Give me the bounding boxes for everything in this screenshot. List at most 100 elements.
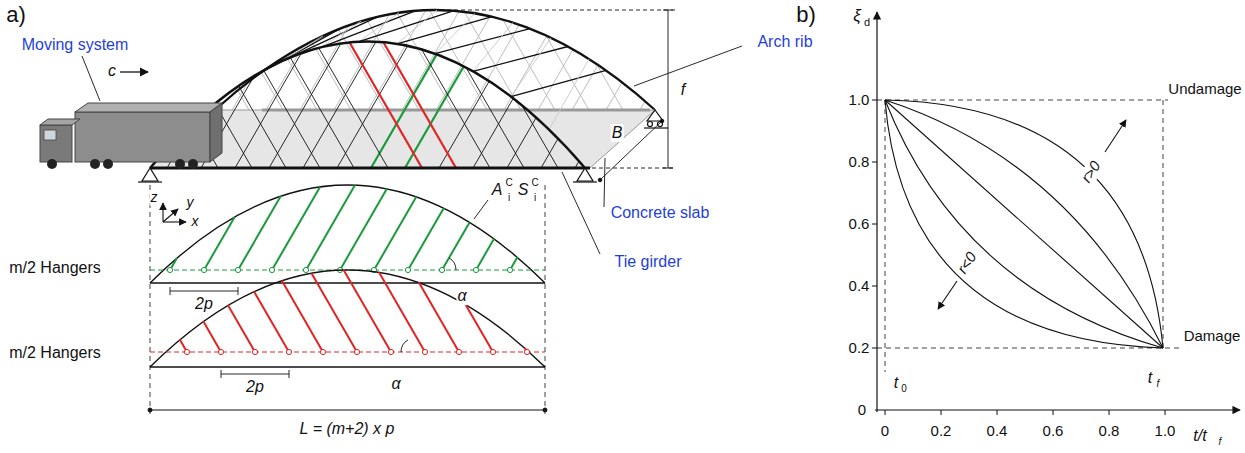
degradation-chart (872, 12, 1240, 415)
hanger-line (421, 49, 490, 168)
label-text: i (533, 192, 537, 203)
velocity-arrow (120, 71, 148, 72)
concrete-slab (150, 110, 655, 168)
hanger-line (511, 70, 606, 96)
label-text: 0.4 (986, 423, 1009, 440)
hanger-node (303, 267, 308, 272)
label-text: b) (795, 3, 817, 27)
hanger-line (254, 291, 289, 352)
label-text: t (1147, 369, 1153, 387)
hanger-node (201, 267, 206, 272)
hanger-line (374, 197, 416, 270)
guide-lines (150, 185, 545, 414)
hanger-line (549, 59, 589, 130)
hanger-line (282, 281, 323, 352)
label-text: a) (5, 3, 27, 27)
coordinate-axes (163, 203, 186, 222)
green-hangers (167, 185, 517, 273)
leader-lines (82, 46, 742, 254)
label-text: 0.2 (930, 423, 953, 440)
hanger-line (319, 48, 389, 168)
hanger-line (476, 239, 494, 270)
hanger-line (473, 23, 513, 72)
hanger-line (228, 305, 255, 352)
front-hangers (167, 42, 579, 168)
hanger-line (507, 117, 536, 168)
red-hangers (180, 270, 530, 355)
hanger-line (504, 36, 547, 111)
label-text: B (611, 124, 624, 142)
hanger-node (490, 349, 495, 354)
hanger-line (203, 321, 221, 352)
label-text: 0.2 (848, 340, 871, 357)
label-text: y (186, 195, 195, 210)
red-girder (150, 366, 545, 367)
hanger-line (606, 82, 622, 110)
label-text: A (491, 181, 504, 199)
label-text: C (504, 177, 513, 188)
hanger-node (439, 267, 444, 272)
label-text: Damage (1183, 328, 1242, 345)
hanger-line (522, 105, 559, 168)
spacing-dimensions (170, 258, 456, 378)
label-text: α (456, 287, 467, 305)
hanger-line (383, 42, 456, 168)
label-text: t/t (1192, 427, 1207, 445)
hanger-line (466, 67, 524, 168)
label-text: 0.6 (848, 216, 871, 233)
label-text: C (530, 177, 539, 188)
hanger-node (354, 349, 359, 354)
label-text: Arch rib (756, 33, 813, 51)
label-text: x (191, 214, 200, 229)
hanger-line (286, 56, 317, 110)
label-text: S (517, 181, 530, 199)
length-dimension (148, 408, 547, 412)
hanger-node (252, 349, 257, 354)
hanger-line (435, 13, 475, 53)
label-text: r<0 (954, 248, 981, 277)
label-text: i (507, 192, 511, 203)
label-text: 0 (857, 402, 867, 419)
label-text: L = (m+2) x p (299, 420, 396, 438)
hanger-line (311, 41, 351, 110)
hanger-line (290, 57, 354, 168)
label-text: z (150, 190, 159, 205)
label-text: m/2 Hangers (8, 344, 102, 362)
hanger-line (473, 47, 568, 72)
label-text: ξ (852, 7, 862, 26)
green-arch (150, 185, 545, 283)
label-text: m/2 Hangers (8, 259, 102, 277)
hanger-node (473, 267, 478, 272)
hanger-line (538, 49, 573, 110)
hanger-node (269, 267, 274, 272)
label-text: 0 (900, 383, 908, 394)
label-text: d (863, 16, 871, 28)
label-text: 0 (880, 423, 890, 440)
hanger-line (371, 54, 437, 168)
hanger-line (303, 42, 376, 168)
label-text: t (893, 374, 899, 392)
hanger-node (235, 267, 240, 272)
red-arch (150, 270, 545, 367)
hanger-line (473, 98, 513, 168)
label-text: α (390, 375, 401, 393)
hanger-node (456, 349, 461, 354)
back-hangers (232, 10, 645, 110)
hanger-node (422, 349, 427, 354)
hanger-line (466, 304, 494, 352)
label-text: 1.0 (848, 92, 871, 109)
green-girder (150, 282, 545, 283)
hanger-line (204, 217, 235, 270)
hanger-node (286, 349, 291, 354)
label-text: r>0 (1078, 157, 1105, 186)
hanger-line (235, 53, 302, 168)
hanger-line (238, 196, 281, 270)
hanger-line (349, 42, 422, 168)
arch-bracing (245, 10, 606, 130)
label-text: f (1156, 378, 1161, 389)
hanger-line (419, 282, 459, 352)
tie-girder (150, 167, 590, 170)
hanger-node (524, 349, 529, 354)
label-text: 0.4 (848, 278, 871, 295)
